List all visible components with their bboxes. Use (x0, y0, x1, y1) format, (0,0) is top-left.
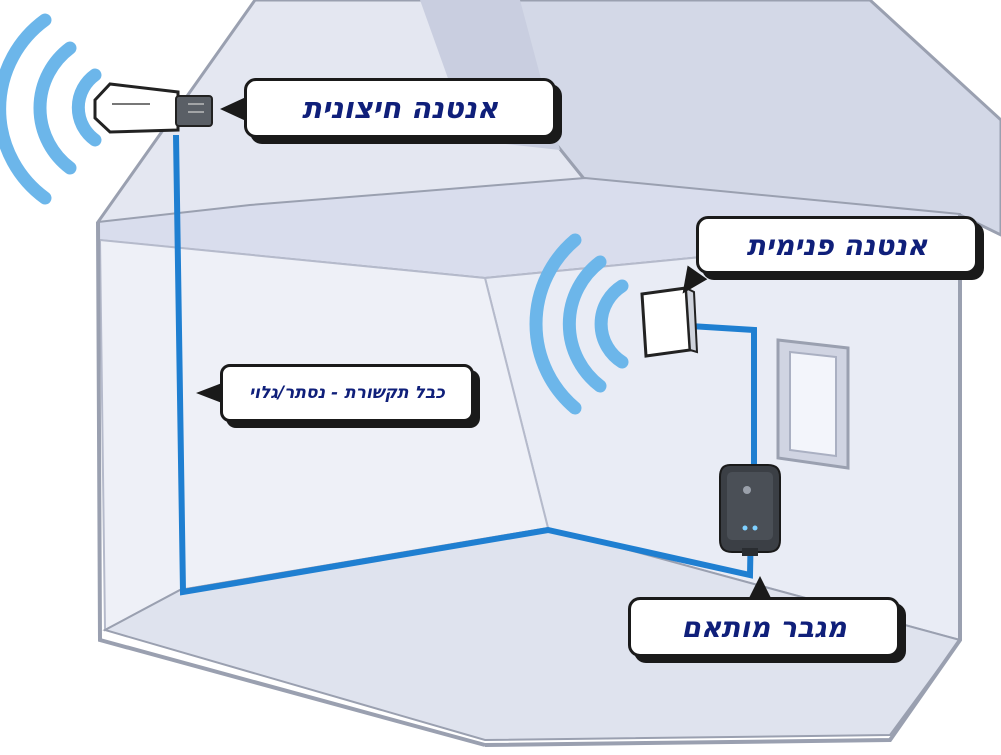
indoor-antenna-icon (640, 286, 699, 358)
cable-label: כבל תקשורת - נסתר/גלוי (249, 383, 445, 403)
outdoor-antenna-label: אנטנה חיצונית (302, 91, 498, 125)
floor-edge (99, 638, 486, 747)
outdoor-antenna-pointer (220, 97, 246, 121)
booster-pointer (748, 576, 772, 600)
cable-label-box: כבל תקשורת - נסתר/גלוי (220, 364, 474, 422)
cable-pointer (196, 383, 222, 403)
indoor-antenna-label: אנטנה פנימית (746, 228, 928, 262)
booster-label: מגבר מותאם (681, 610, 847, 644)
indoor-signal-waves-icon (529, 233, 629, 415)
outdoor-antenna-label-box: אנטנה חיצונית (244, 78, 556, 138)
signal-waves-icon (0, 13, 102, 205)
house-outline-right (484, 215, 962, 747)
booster-label-box: מגבר מותאם (628, 597, 900, 657)
panel-antenna-icon (93, 82, 213, 134)
signal-booster-icon (719, 464, 781, 556)
window-glass (789, 350, 837, 458)
indoor-antenna-label-box: אנטנה פנימית (696, 216, 978, 274)
indoor-antenna-cable (689, 323, 757, 468)
